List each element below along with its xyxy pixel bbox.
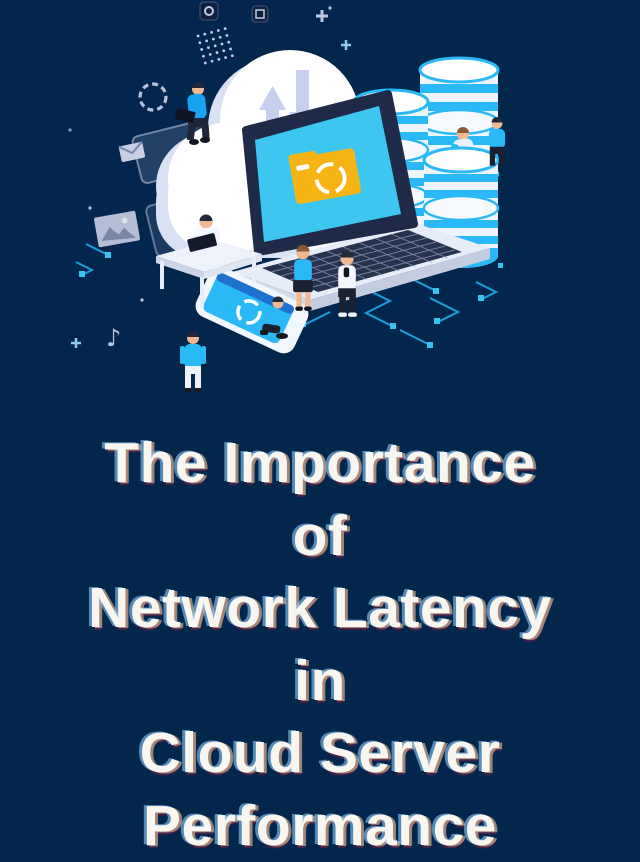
title-line-1: The Importance xyxy=(0,427,640,500)
title-line-6: Performance xyxy=(0,790,640,862)
title-line-5: Cloud Server xyxy=(0,717,640,790)
dashed-circle-icon xyxy=(140,84,166,110)
app-square-icon xyxy=(200,2,218,20)
title-line-2: of xyxy=(0,500,640,573)
title-line-3: Network Latency xyxy=(0,572,640,645)
dot-grid-icon xyxy=(196,27,234,65)
photo-icon xyxy=(94,211,141,248)
cloud-computing-illustration: ♪ xyxy=(0,0,640,420)
plus-icon xyxy=(71,338,81,348)
music-note-icon: ♪ xyxy=(106,324,121,352)
plus-icon xyxy=(341,40,351,50)
app-square-icon xyxy=(252,6,268,22)
person-standing-left xyxy=(180,331,206,392)
page-title: The Importance of Network Latency in Clo… xyxy=(0,427,640,862)
title-line-4: in xyxy=(0,645,640,718)
plus-icon xyxy=(316,10,328,22)
